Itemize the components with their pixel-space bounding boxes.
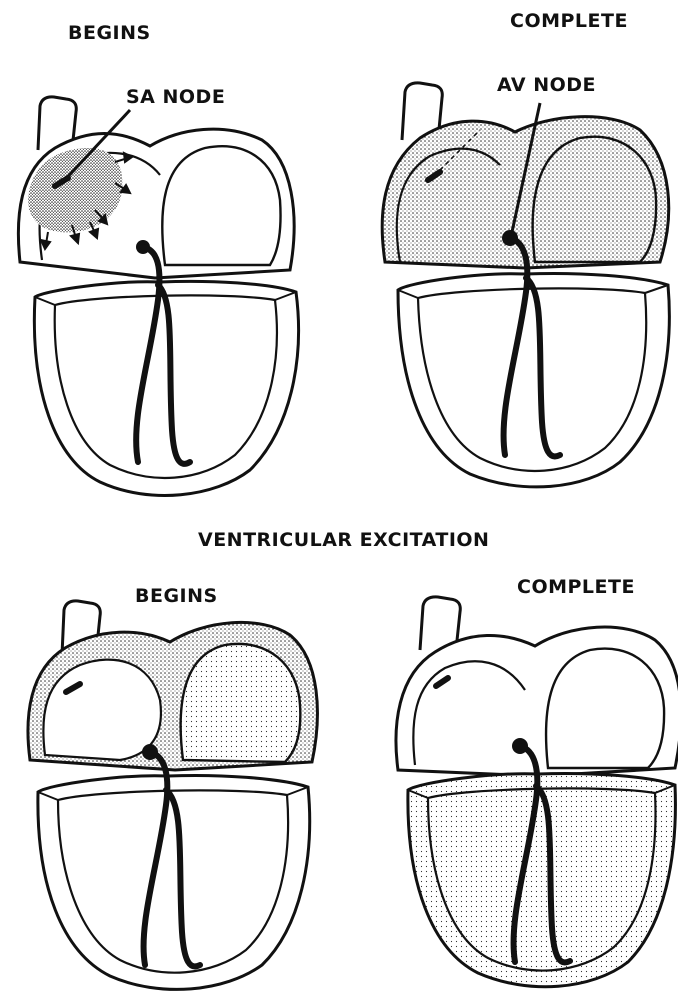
panel-atrial-complete <box>382 83 669 487</box>
panel-ventricular-begins <box>28 601 317 990</box>
label-top-left: BEGINS <box>68 22 151 44</box>
label-bottom-left: BEGINS <box>135 585 218 607</box>
label-bottom-right: COMPLETE <box>517 576 635 598</box>
label-av-node: AV NODE <box>497 74 596 96</box>
label-sa-node: SA NODE <box>126 86 225 108</box>
left-atrium-chamber <box>162 146 280 265</box>
left-atrium-chamber <box>181 644 301 762</box>
left-atrium-chamber <box>533 137 656 262</box>
panel-ventricular-complete <box>396 597 678 987</box>
left-atrium-chamber <box>546 649 664 768</box>
panel-atrial-begins <box>18 97 298 496</box>
label-top-right: COMPLETE <box>510 10 628 32</box>
section-title: VENTRICULAR EXCITATION <box>198 529 489 551</box>
